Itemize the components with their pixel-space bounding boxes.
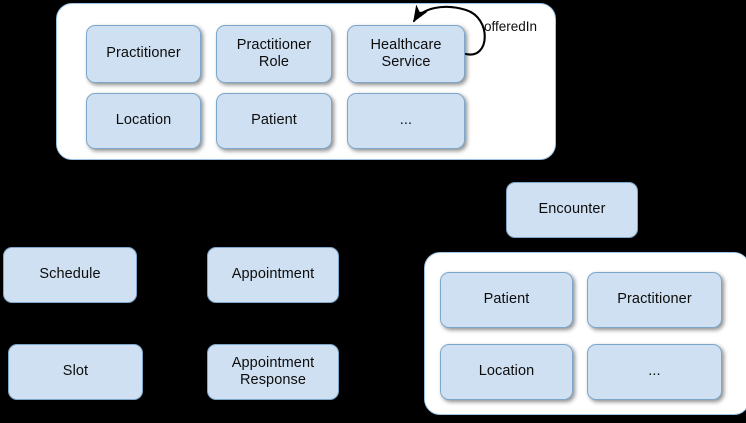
node-ellipsis-encounter[interactable]: ... <box>587 344 722 400</box>
node-label: Patient <box>251 112 297 129</box>
node-label: ... <box>399 112 413 129</box>
node-ellipsis[interactable]: ... <box>347 93 465 149</box>
node-location[interactable]: Location <box>86 93 201 149</box>
node-healthcare-service[interactable]: Healthcare Service <box>347 25 465 83</box>
node-patient-encounter[interactable]: Patient <box>440 272 573 328</box>
node-label: ... <box>648 363 661 380</box>
node-label: Schedule <box>39 266 101 283</box>
node-appointment[interactable]: Appointment <box>207 247 339 303</box>
edge-label-offered-in: offeredIn <box>484 19 538 34</box>
node-slot[interactable]: Slot <box>8 344 143 400</box>
node-label: Location <box>115 112 172 129</box>
node-label: Encounter <box>538 201 606 218</box>
node-label: Practitioner <box>106 45 181 62</box>
node-label: Appointment Response <box>231 354 315 388</box>
node-label: Appointment <box>231 266 315 283</box>
node-patient[interactable]: Patient <box>216 93 332 149</box>
node-label: Practitioner Role <box>236 36 312 70</box>
node-label: Location <box>478 363 535 380</box>
node-label: Practitioner <box>617 291 692 308</box>
node-schedule[interactable]: Schedule <box>3 247 137 303</box>
node-practitioner-role[interactable]: Practitioner Role <box>216 25 332 83</box>
node-appointment-response[interactable]: Appointment Response <box>207 344 339 400</box>
node-location-encounter[interactable]: Location <box>440 344 573 400</box>
node-label: Healthcare Service <box>370 36 442 70</box>
node-label: Slot <box>62 363 89 380</box>
node-practitioner-encounter[interactable]: Practitioner <box>587 272 722 328</box>
node-practitioner[interactable]: Practitioner <box>86 25 201 83</box>
node-label: Patient <box>483 291 530 308</box>
node-encounter[interactable]: Encounter <box>506 182 638 238</box>
